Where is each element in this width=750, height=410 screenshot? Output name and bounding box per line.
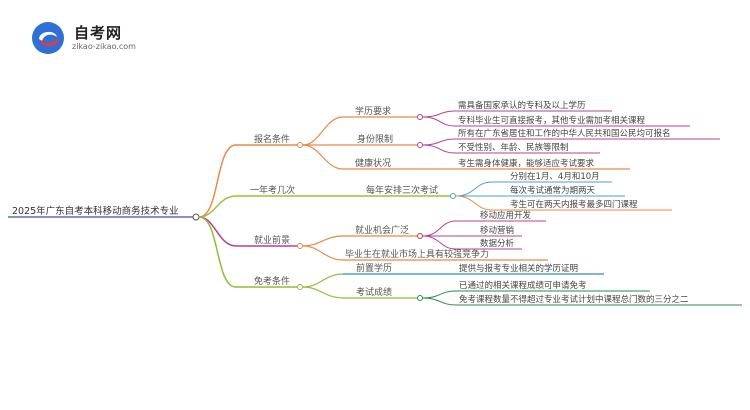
branch-label-jiuye: 就业前景 — [254, 234, 290, 246]
edge-kaoci-leaf-1 — [455, 181, 493, 197]
edge-xueli-leaf-1 — [422, 110, 456, 118]
mindmap-root: 2025年广东自考本科移动商务技术专业 — [12, 205, 179, 217]
node-dot-kaoci — [450, 193, 456, 199]
edge-jihui-leaf-3 — [422, 235, 457, 250]
node-label-shenfen: 身份限制 — [357, 133, 393, 145]
node-label-chengji: 考试成绩 — [356, 286, 392, 298]
edge-xueli-leaf-2 — [422, 116, 456, 127]
edge-shenfen-leaf-1 — [422, 138, 456, 146]
node-dot-jihui — [417, 233, 423, 239]
branch-label-mianka: 免考条件 — [254, 275, 290, 287]
edge-baoming-xueli — [302, 116, 344, 146]
edge-root-jiuye — [198, 216, 237, 247]
leaf-jiankang-1: 考生需身体健康，能够适应考试要求 — [458, 158, 595, 169]
leaf-qianzhi-1: 提供与报考专业相关的学历证明 — [459, 263, 578, 274]
node-dot-chengji — [417, 295, 423, 301]
edge-root-mianka — [198, 216, 237, 288]
node-dot-shenfen — [417, 142, 423, 148]
edge-jihui-leaf-1 — [422, 220, 457, 237]
node-label-xueli: 学历要求 — [355, 105, 391, 117]
edge-jiuye-jihui — [302, 235, 344, 247]
leaf-chengji-2: 免考课程数量不得超过专业考试计划中课程总门数的三分之二 — [459, 294, 689, 305]
logo-mark-icon — [32, 22, 64, 54]
node-dot-xueli — [417, 114, 423, 120]
branch-label-baoming: 报名条件 — [254, 133, 290, 145]
leaf-chengji-1: 已通过的相关课程成绩可申请免考 — [459, 280, 587, 291]
edge-jiuye-jingzheng — [302, 245, 344, 261]
root-node-dot — [192, 213, 200, 221]
branch-dot-baoming — [297, 142, 303, 148]
leaf-kaoci-2: 每次考试通常为期两天 — [510, 185, 596, 196]
edge-mianka-qianzhi — [302, 273, 344, 288]
leaf-jihui-1: 移动应用开发 — [480, 210, 532, 221]
branch-dot-jiuye — [297, 243, 303, 249]
leaf-kaoci-3: 考生可在两天内报考最多四门课程 — [510, 199, 638, 210]
edge-baoming-jiankang — [302, 144, 344, 170]
edge-chengji-leaf-1 — [422, 290, 457, 299]
edge-kaoci-leaf-3 — [455, 195, 493, 211]
node-label-jingzheng: 毕业生在就业市场上具有较强竞争力 — [345, 248, 489, 260]
leaf-kaoci-1: 分别在1月、4月和10月 — [510, 171, 600, 182]
edge-root-kaoci — [198, 195, 237, 218]
edge-chengji-leaf-2 — [422, 297, 457, 306]
branch-label-kaoci: 一年考几次 — [250, 184, 295, 196]
leaf-xueli-1: 需具备国家承认的专科及以上学历 — [458, 100, 586, 111]
edge-mianka-chengji — [302, 286, 344, 299]
node-label-kaoci: 每年安排三次考试 — [366, 184, 438, 196]
node-label-qianzhi: 前置学历 — [356, 262, 392, 274]
node-label-jihui: 就业机会广泛 — [355, 224, 409, 236]
node-label-jiankang: 健康状况 — [355, 157, 391, 169]
edge-root-baoming — [198, 144, 237, 218]
leaf-jihui-2: 移动营销 — [480, 225, 515, 236]
logo-title: 自考网 — [74, 24, 123, 42]
site-logo[interactable]: 自考网 zikao-zikao.com — [30, 18, 160, 68]
edge-shenfen-leaf-2 — [422, 144, 456, 154]
branch-dot-mianka — [297, 284, 303, 290]
leaf-jihui-3: 数据分析 — [480, 238, 515, 249]
leaf-xueli-2: 专科毕业生可直接报考，其他专业需加考相关课程 — [458, 115, 646, 126]
leaf-shenfen-1: 所有在广东省居住和工作的中华人民共和国公民均可报名 — [458, 128, 671, 139]
leaf-shenfen-2: 不受性别、年龄、民族等限制 — [458, 142, 569, 153]
logo-subtitle: zikao-zikao.com — [72, 42, 136, 51]
